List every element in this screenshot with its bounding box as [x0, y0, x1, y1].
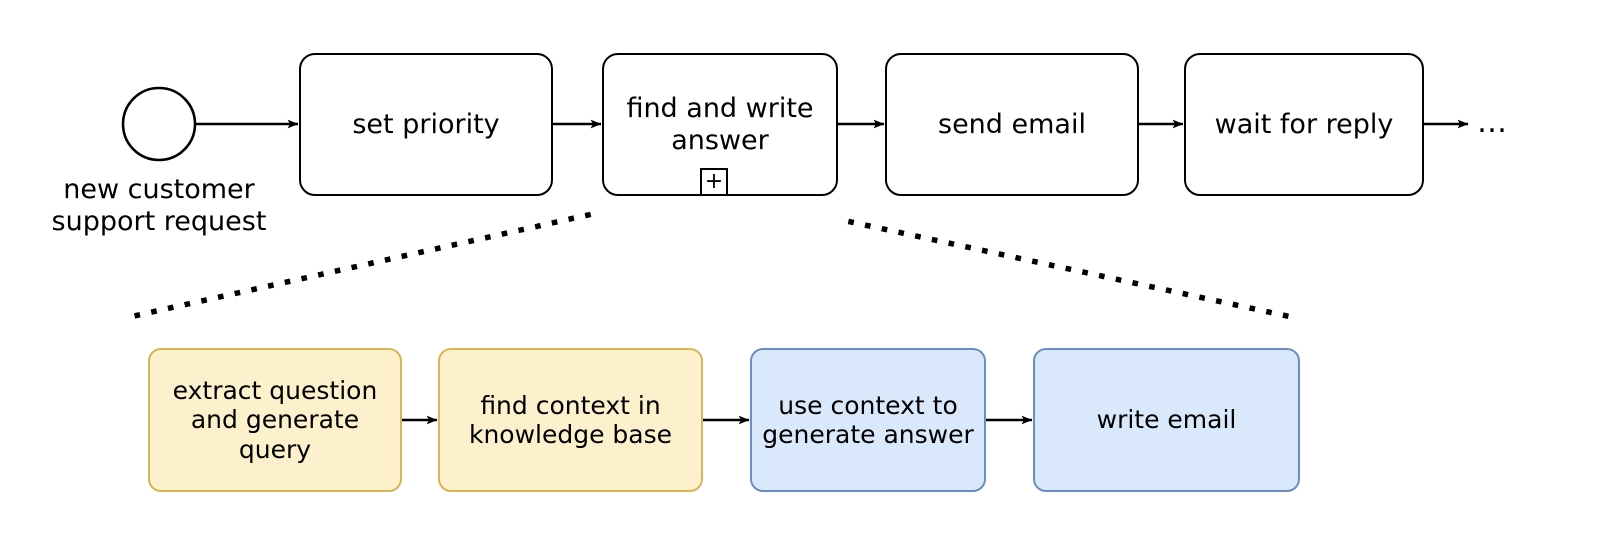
task-send-email[interactable]: send email [885, 53, 1139, 196]
subprocess-step-use-context-label: use context to generate answer [762, 390, 974, 450]
task-wait-for-reply[interactable]: wait for reply [1184, 53, 1424, 196]
subprocess-step-extract-question-label: extract question and generate query [172, 375, 378, 464]
subprocess-step-use-context[interactable]: use context to generate answer [750, 348, 986, 492]
subprocess-expand-plus-icon[interactable]: + [700, 168, 728, 196]
start-event-label: new customer support request [51, 174, 267, 238]
subprocess-step-write-email[interactable]: write email [1033, 348, 1300, 492]
start-event-circle[interactable] [121, 86, 197, 162]
flow-continuation-ellipsis: … [1477, 105, 1507, 140]
task-set-priority[interactable]: set priority [299, 53, 553, 196]
subprocess-step-extract-question[interactable]: extract question and generate query [148, 348, 402, 492]
task-set-priority-label: set priority [352, 108, 500, 140]
subprocess-step-find-context-label: find context in knowledge base [468, 390, 673, 450]
expansion-line-left [121, 211, 592, 322]
task-send-email-label: send email [938, 108, 1086, 140]
subprocess-step-write-email-label: write email [1096, 405, 1237, 435]
subprocess-step-find-context[interactable]: find context in knowledge base [438, 348, 703, 492]
task-wait-for-reply-label: wait for reply [1214, 108, 1394, 140]
subprocess-find-and-write-answer-label: find and write answer [626, 92, 814, 156]
